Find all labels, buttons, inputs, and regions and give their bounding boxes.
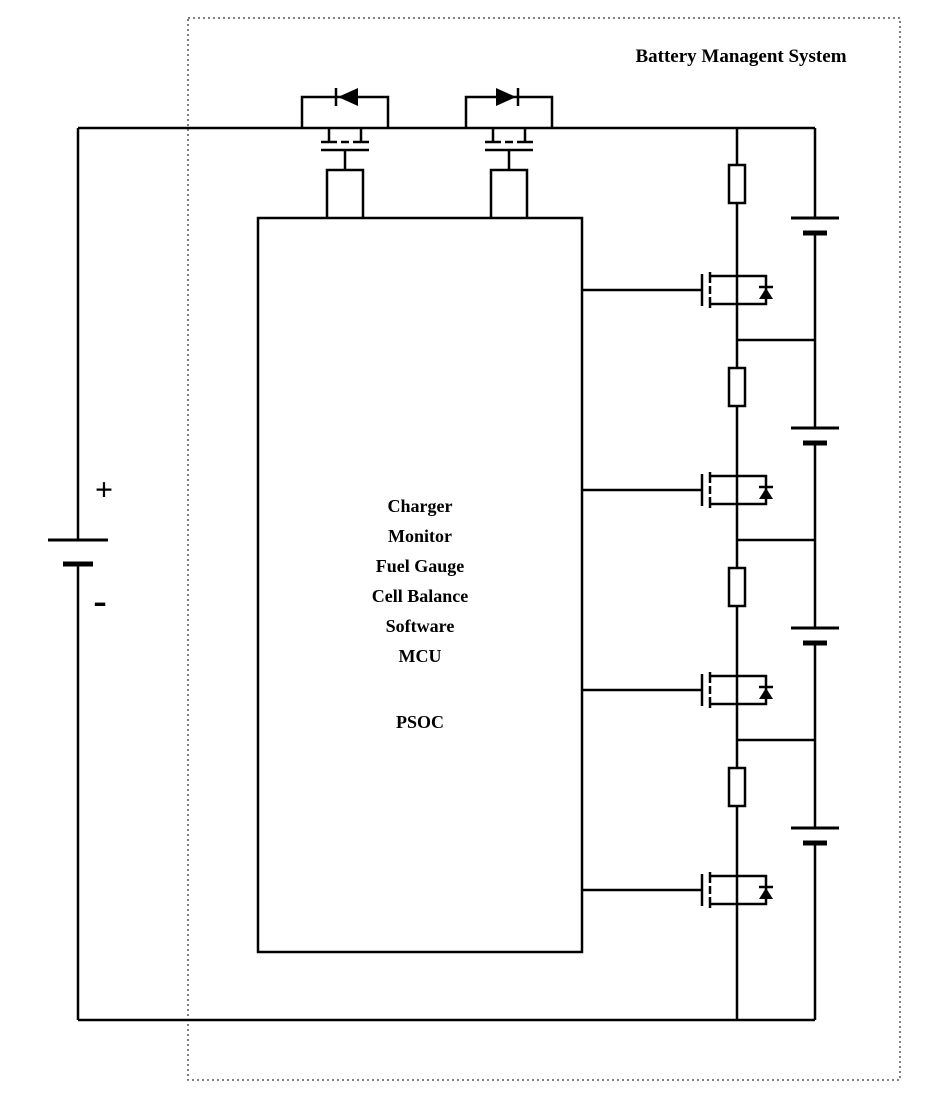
body-diode-left-icon — [334, 88, 358, 106]
body-diode-icon — [759, 485, 773, 499]
gate-connection — [489, 168, 529, 218]
body-diode-right-icon — [496, 88, 520, 106]
body-diode-icon — [759, 285, 773, 299]
system-boundary — [187, 17, 901, 1081]
balance-mosfet-1 — [582, 272, 773, 308]
controller-label-mcu: MCU — [399, 646, 442, 666]
controller-label-cell-balance: Cell Balance — [372, 586, 469, 606]
balance-resistor-1 — [727, 163, 747, 205]
controller-label-fuel-gauge: Fuel Gauge — [376, 556, 465, 576]
balance-resistor-4 — [727, 766, 747, 808]
cell-2 — [791, 426, 839, 446]
body-diode-icon — [759, 885, 773, 899]
protection-mosfet-right — [464, 88, 554, 218]
battery-minus-label: - — [93, 578, 106, 623]
balance-resistor-3 — [727, 566, 747, 608]
balance-resistor-2 — [727, 366, 747, 408]
balance-mosfet-2 — [582, 472, 773, 508]
gate-connection — [325, 168, 365, 218]
protection-mosfet-left — [300, 88, 390, 218]
cell-4 — [791, 826, 839, 846]
balance-mosfet-3 — [582, 672, 773, 708]
bus-connectors — [737, 338, 815, 742]
controller-label-psoc: PSOC — [396, 712, 444, 732]
system-title: Battery Managent System — [635, 46, 846, 67]
cell-1 — [791, 216, 839, 236]
controller-box: Charger Monitor Fuel Gauge Cell Balance … — [256, 216, 584, 954]
balance-mosfet-4 — [582, 872, 773, 908]
cell-3 — [791, 626, 839, 646]
body-diode-icon — [759, 685, 773, 699]
battery-symbol: + - — [48, 128, 113, 1020]
battery-plus-label: + — [95, 471, 113, 507]
controller-label-monitor: Monitor — [388, 526, 452, 546]
controller-label-software: Software — [386, 616, 455, 636]
controller-label-charger: Charger — [388, 496, 453, 516]
